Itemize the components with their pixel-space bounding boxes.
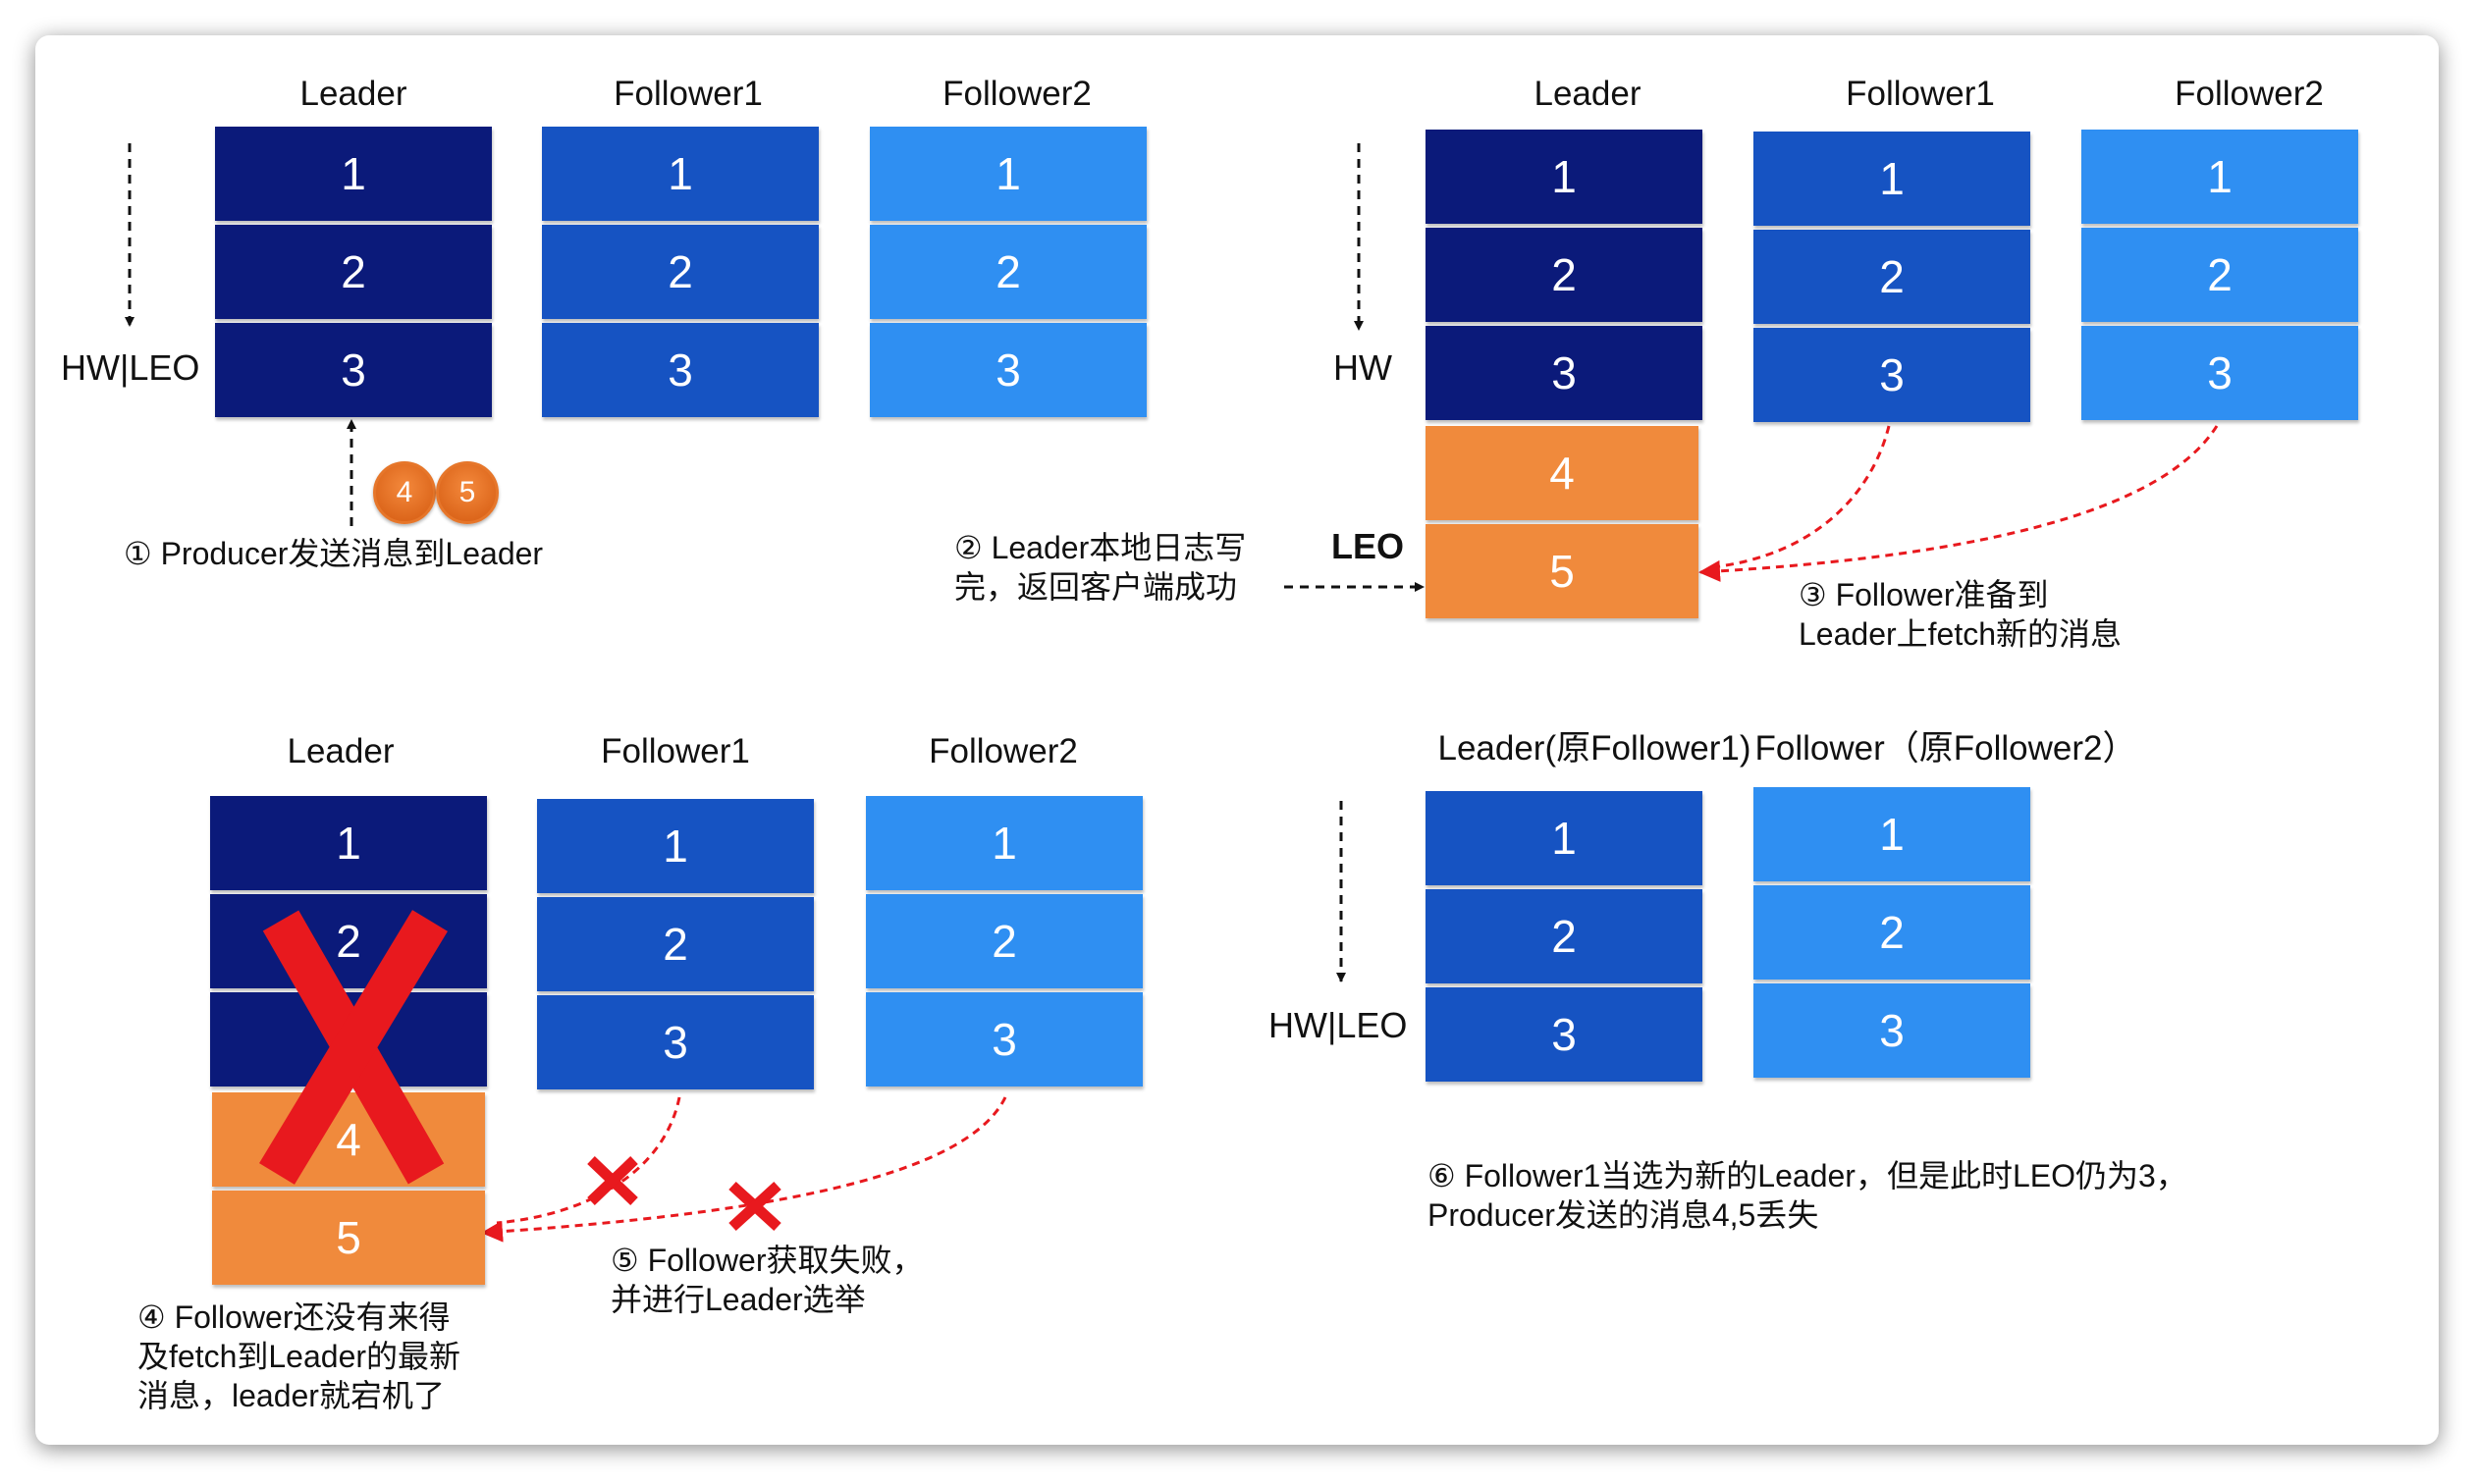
log-entry: 3: [1753, 983, 2030, 1078]
log-entry: 1: [1753, 132, 2030, 226]
log-entry-uncommitted: 4: [1426, 426, 1698, 520]
log-entry: 2: [542, 225, 819, 319]
fetch-curve-f2-p2: [1698, 425, 2219, 582]
log-entry: 3: [215, 323, 492, 417]
log-entry: 1: [870, 127, 1147, 221]
hw-leo-label-p4: HW|LEO: [1268, 1005, 1408, 1045]
note-step4-line2: 及fetch到Leader的最新: [137, 1339, 461, 1374]
fetch-curve-f1-p2: [1711, 425, 1891, 569]
header-follower1-p2: Follower1: [1846, 75, 1995, 113]
header-leader-p2: Leader: [1534, 75, 1642, 113]
note-step2-line2: 完，返回客户端成功: [954, 569, 1238, 605]
log-entry: 1: [1753, 787, 2030, 881]
log-entry: 2: [210, 894, 487, 988]
note-step2-line1: ② Leader本地日志写: [954, 530, 1247, 565]
log-entry: 1: [1426, 791, 1702, 885]
note-step1: ① Producer发送消息到Leader: [124, 536, 544, 571]
log-entry: 1: [542, 127, 819, 221]
header-leader-p3: Leader: [287, 732, 395, 770]
log-entry: 2: [537, 897, 814, 991]
log-entry: 3: [1753, 328, 2030, 422]
log-entry: 2: [215, 225, 492, 319]
header-leader-p1: Leader: [299, 75, 407, 113]
log-entry: 3: [537, 995, 814, 1089]
hw-leo-label-p1: HW|LEO: [61, 347, 200, 388]
log-entry-uncommitted: 4: [212, 1092, 485, 1187]
log-entry-uncommitted: 5: [212, 1191, 485, 1285]
log-entry: 2: [1753, 885, 2030, 980]
log-entry: 3: [2081, 326, 2358, 420]
diagram-frame: Leader Follower1 Follower2 1 2 3 1 2 3 1…: [35, 35, 2439, 1445]
log-entry: 2: [870, 225, 1147, 319]
header-follower1-p1: Follower1: [614, 75, 763, 113]
log-entry: [210, 992, 487, 1086]
note-step5-line1: ⑤ Follower获取失败，: [611, 1243, 924, 1278]
fetch-curve-f2-p3: [481, 1096, 1007, 1243]
note-step4-line1: ④ Follower还没有来得: [137, 1299, 451, 1335]
pending-message-badge: 4: [373, 461, 436, 524]
note-step6-line2: Producer发送的消息4,5丢失: [1427, 1197, 1819, 1233]
pending-message-badge: 5: [436, 461, 499, 524]
log-entry-uncommitted: 5: [1426, 524, 1698, 618]
header-new-leader-p4: Leader(原Follower1): [1437, 729, 1751, 768]
log-entry: 2: [1753, 230, 2030, 324]
header-new-follower-p4: Follower（原Follower2）: [1754, 729, 2137, 768]
hw-label-p2: HW: [1333, 347, 1392, 388]
header-follower2-p3: Follower2: [929, 732, 1078, 770]
note-step3-line1: ③ Follower准备到: [1799, 577, 2049, 612]
log-entry: 2: [1426, 228, 1702, 322]
log-entry: 2: [1426, 889, 1702, 983]
note-step3-line2: Leader上fetch新的消息: [1799, 616, 2123, 652]
header-follower1-p3: Follower1: [601, 732, 750, 770]
note-step4-line3: 消息，leader就宕机了: [137, 1378, 445, 1413]
log-entry: 2: [2081, 228, 2358, 322]
log-entry: 1: [537, 799, 814, 893]
note-step5-line2: 并进行Leader选举: [611, 1282, 866, 1317]
log-entry: 3: [542, 323, 819, 417]
log-entry: 1: [1426, 130, 1702, 224]
log-entry: 1: [215, 127, 492, 221]
note-step6-line1: ⑥ Follower1当选为新的Leader，但是此时LEO仍为3，: [1427, 1158, 2187, 1193]
fetch-curve-f1-p3: [496, 1096, 681, 1225]
log-entry: 1: [210, 796, 487, 890]
header-follower2-p2: Follower2: [2175, 75, 2324, 113]
leo-label-p2: LEO: [1331, 526, 1405, 566]
log-entry: 2: [866, 894, 1143, 988]
log-entry: 1: [2081, 130, 2358, 224]
log-entry: 1: [866, 796, 1143, 890]
header-follower2-p1: Follower2: [942, 75, 1092, 113]
log-entry: 3: [870, 323, 1147, 417]
log-entry: 3: [1426, 987, 1702, 1082]
log-entry: 3: [866, 992, 1143, 1086]
log-entry: 3: [1426, 326, 1702, 420]
